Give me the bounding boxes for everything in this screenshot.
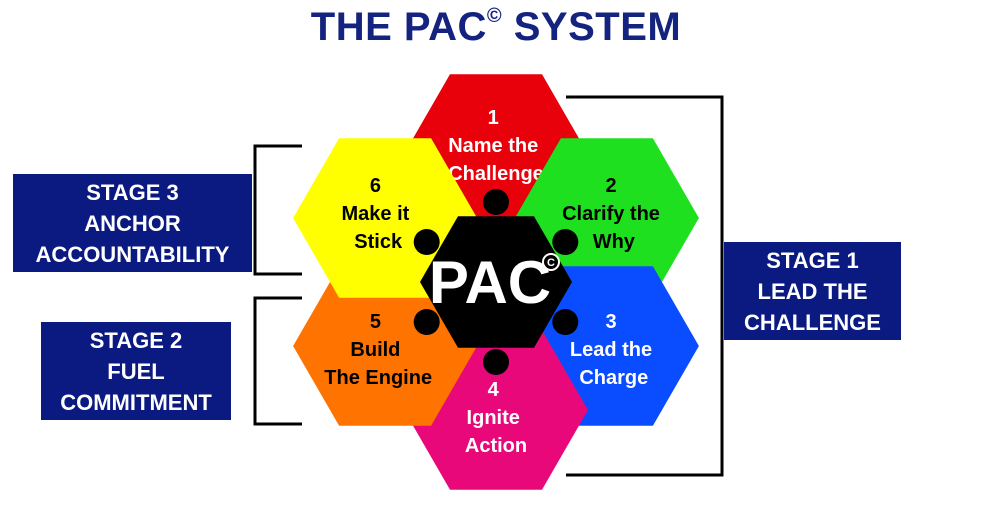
center-copyright-mark: C: [547, 257, 555, 269]
center-hexagon: [420, 216, 572, 348]
segment-1-number: 1: [488, 107, 499, 129]
segment-2-shape: [514, 138, 699, 298]
brackets: [253, 95, 724, 477]
segment-5-text: 5 Build The Engine: [324, 311, 432, 389]
center-knob: [483, 189, 509, 215]
segment-3-line-2: Charge: [579, 367, 648, 389]
copyright-mark: ©: [486, 5, 503, 27]
center-knobs: [413, 189, 579, 375]
segment-6-number: 6: [370, 175, 381, 197]
segment-2-line-2: Why: [593, 231, 636, 253]
stage-1-box: STAGE 1 LEAD THE CHALLENGE: [724, 242, 901, 340]
segment-6-line-1: Make it: [342, 203, 410, 225]
stage-3-box: STAGE 3 ANCHOR ACCOUNTABILITY: [13, 174, 252, 272]
segment-build-the-engine: 5 Build The Engine: [293, 266, 478, 426]
page-title: THE PAC© SYSTEM: [310, 5, 682, 49]
segment-6-shape: [293, 138, 478, 298]
stage-3-bracket: [253, 144, 302, 276]
segment-4-number: 4: [488, 379, 500, 401]
segment-6-line-2: Stick: [354, 231, 403, 253]
stage-2-box: STAGE 2 FUEL COMMITMENT: [41, 322, 231, 420]
center-knob: [413, 229, 440, 255]
stage-1-line-2: LEAD THE: [757, 278, 868, 304]
stage-2-line-1: STAGE 2: [89, 327, 183, 353]
segment-5-number: 5: [370, 311, 381, 333]
segment-2-number: 2: [605, 175, 616, 197]
center-knob: [413, 309, 440, 335]
segment-make-it-stick: 6 Make it Stick: [293, 138, 478, 298]
center-piece: PAC C: [413, 189, 579, 375]
stage-3-line-2: ANCHOR: [84, 210, 181, 236]
segment-4-line-2: Action: [465, 435, 527, 457]
stage-2-bracket: [253, 296, 302, 426]
segment-4-line-1: Ignite: [467, 407, 520, 429]
segments: 1 Name the Challenge 2 Clarify the Why 3…: [293, 74, 699, 490]
segment-5-line-1: Build: [350, 339, 400, 361]
segment-6-text: 6 Make it Stick: [342, 175, 415, 253]
stage-2-line-2: FUEL: [107, 358, 165, 384]
segment-3-number: 3: [605, 311, 616, 333]
stage-3-line-3: ACCOUNTABILITY: [35, 241, 230, 267]
segment-1-line-2: Challenge: [448, 163, 544, 185]
stage-1-line-1: STAGE 1: [766, 247, 859, 273]
segment-5-line-2: The Engine: [324, 367, 432, 389]
segment-5-shape: [293, 266, 478, 426]
segment-3-text: 3 Lead the Charge: [570, 311, 658, 389]
center-knob: [552, 229, 579, 255]
center-knob: [483, 349, 509, 375]
center-pac-label: PAC: [429, 249, 551, 316]
stage-1-bracket: [566, 95, 724, 477]
segment-6-tab: [414, 150, 442, 179]
center-copyright-ring: [542, 253, 560, 271]
segment-2-text: 2 Clarify the Why: [562, 175, 665, 253]
segment-1-text: 1 Name the Challenge: [448, 107, 544, 185]
segment-4-text: 4 Ignite Action: [465, 379, 527, 457]
center-knob: [552, 309, 579, 335]
segment-3-line-1: Lead the: [570, 339, 652, 361]
stage-1-line-3: CHALLENGE: [744, 309, 881, 335]
segment-2-line-1: Clarify the: [562, 203, 660, 225]
stage-2-line-3: COMMITMENT: [60, 389, 212, 415]
stage-3-line-1: STAGE 3: [86, 179, 179, 205]
segment-1-line-1: Name the: [448, 135, 538, 157]
